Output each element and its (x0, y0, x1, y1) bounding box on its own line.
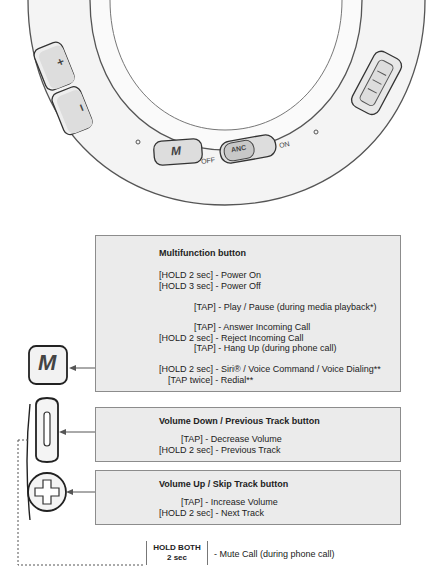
box-text: HOLD BOTH 2 sec (147, 541, 207, 565)
action-text: [HOLD 2 sec] - Previous Track (159, 445, 281, 456)
box-heading: Multifunction button (159, 248, 246, 259)
box-heading: Volume Up / Skip Track button (159, 479, 288, 490)
callout-box: Multifunction button [HOLD 2 sec] - Power… (95, 235, 401, 392)
action-text: [HOLD 2 sec] - Reject Incoming Call (159, 333, 304, 344)
callout-box: Volume Up / Skip Track button [TAP] - Inc… (95, 470, 401, 525)
box-heading: Volume Down / Previous Track button (159, 416, 320, 427)
action-text: [TAP] - Increase Volume (181, 497, 278, 508)
bracket-box: HOLD BOTH 2 sec (146, 541, 208, 565)
callout-box: Volume Down / Previous Track button [TAP]… (95, 407, 401, 462)
button-letter: M (171, 144, 182, 159)
action-text: [TAP] - Answer Incoming Call (194, 322, 310, 333)
action-text: [TAP] - Play / Pause (during media playb… (194, 302, 376, 313)
action-text: - Mute Call (during phone call) (214, 549, 335, 559)
action-text: [HOLD 2 sec] - Siri® / Voice Command / V… (159, 364, 381, 375)
action-text: [HOLD 3 sec] - Power Off (159, 281, 261, 292)
action-text: [TAP twice] - Redial** (168, 375, 253, 386)
action-text: [TAP] - Hang Up (during phone call) (194, 343, 336, 354)
action-text: [HOLD 2 sec] - Next Track (159, 508, 264, 519)
button-letter: M (38, 350, 56, 376)
action-text: [HOLD 2 sec] - Power On (159, 270, 261, 281)
action-text: [TAP] - Decrease Volume (181, 434, 282, 445)
